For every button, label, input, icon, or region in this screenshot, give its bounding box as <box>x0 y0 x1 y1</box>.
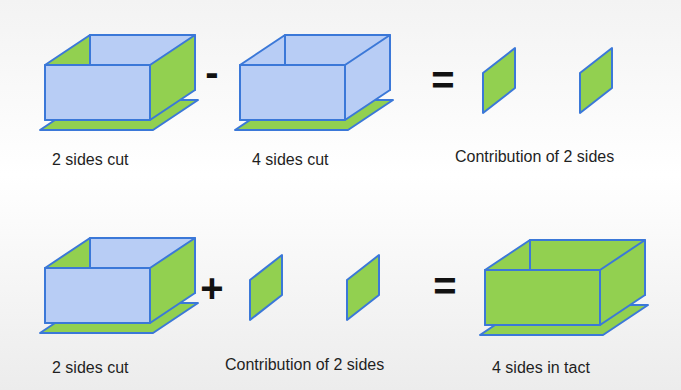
open-box-intact <box>480 240 648 335</box>
box-caption: 2 sides cut <box>52 358 128 377</box>
open-box-two-cut <box>40 238 198 333</box>
minus-sign: - <box>205 52 218 92</box>
panel-caption: Contribution of 2 sides <box>225 355 384 374</box>
side-panel <box>347 255 379 320</box>
open-box-four-cut <box>235 35 393 130</box>
side-panel <box>483 48 515 113</box>
equals-sign: = <box>431 60 454 100</box>
plus-sign: + <box>200 268 223 308</box>
panel-caption: Contribution of 2 sides <box>455 147 614 166</box>
side-panel <box>580 48 612 113</box>
box-caption: 4 sides in tact <box>492 358 590 377</box>
side-panel <box>250 255 282 320</box>
open-box-two-cut <box>40 35 198 130</box>
equals-sign: = <box>433 266 456 306</box>
box-caption: 4 sides cut <box>252 150 328 169</box>
box-caption: 2 sides cut <box>52 150 128 169</box>
